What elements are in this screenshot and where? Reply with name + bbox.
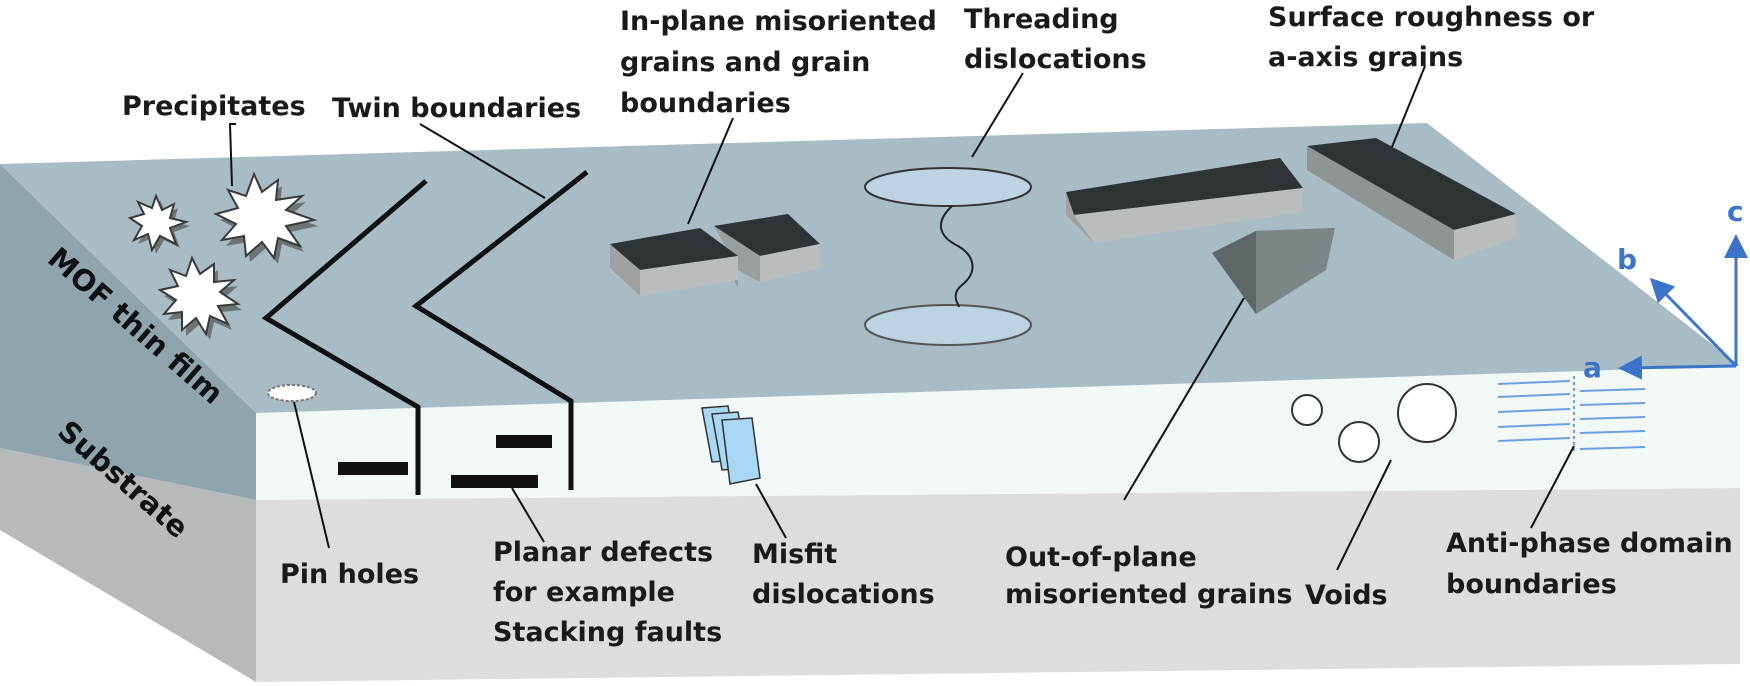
twin-boundary-1: [261, 179, 428, 495]
leader-antiphase: [1530, 445, 1575, 529]
bar2-left: [1307, 146, 1454, 260]
bar1-left: [1066, 192, 1094, 243]
precipitate-2: [213, 171, 318, 261]
label-surface-line1: Surface roughness or: [1268, 2, 1595, 33]
bar1-front: [1074, 188, 1303, 243]
outofplane-grain: [1212, 228, 1335, 314]
misfit-dislocations: [701, 405, 761, 485]
label-voids: Voids: [1305, 580, 1388, 611]
leader-misfit: [755, 483, 787, 539]
label-threading: Threading dislocations: [964, 4, 1147, 75]
label-planar-defects: Planar defects for example Stacking faul…: [493, 537, 723, 648]
leader-outofplane: [1123, 297, 1245, 501]
label-misfit: Misfit dislocations: [752, 539, 935, 610]
grain-b-left: [714, 226, 760, 282]
film-top-surface: [0, 123, 1740, 413]
axis-a-arrow: [1618, 355, 1737, 380]
label-inplane-line1: In-plane misoriented: [620, 6, 937, 37]
label-surface: Surface roughness or a-axis grains: [1268, 2, 1604, 73]
threading-dislocation: [864, 167, 1032, 346]
leader-threading: [971, 72, 1024, 158]
threading-top-ellipse: [864, 167, 1032, 207]
grain-b-top: [714, 214, 820, 256]
axis-b-label: b: [1617, 243, 1637, 276]
leader-pinholes: [293, 401, 330, 549]
label-planar-line3: Stacking faults: [493, 617, 722, 648]
void-1: [1291, 394, 1323, 426]
label-misfit-line1: Misfit: [752, 539, 837, 570]
label-precipitates: Precipitates: [122, 91, 306, 122]
stacking-faults: [338, 435, 552, 488]
label-surface-line2: a-axis grains: [1268, 42, 1463, 73]
leader-inplane: [687, 117, 734, 225]
grain-b-front: [760, 244, 820, 282]
label-planar-line1: Planar defects: [493, 537, 713, 568]
leader-twin: [419, 123, 546, 199]
wedge-face: [1256, 228, 1335, 314]
grain-a-box-front: [640, 256, 738, 296]
interface-band: [256, 366, 1740, 500]
label-antiphase-line2: boundaries: [1446, 569, 1617, 600]
label-threading-line2: dislocations: [964, 44, 1147, 75]
precipitate-3: [157, 255, 241, 337]
leader-precipitates: [228, 123, 236, 187]
precipitates-group: [127, 171, 318, 340]
threading-bottom-ellipse: [864, 304, 1032, 346]
bar1-top: [1066, 158, 1303, 215]
axes: [1618, 234, 1748, 380]
label-twin-boundaries: Twin boundaries: [332, 93, 581, 124]
grain-a-box-top: [610, 228, 738, 270]
threading-line: [940, 205, 974, 308]
label-outofplane-line2: misoriented grains: [1005, 579, 1292, 610]
label-threading-line1: Threading: [964, 4, 1119, 35]
label-pin-holes: Pin holes: [280, 559, 419, 590]
stacking-fault-2: [496, 435, 552, 448]
inplane-grains: [610, 214, 820, 296]
axis-c-label: c: [1727, 195, 1744, 228]
stacking-fault-1: [338, 462, 408, 475]
label-antiphase-line1: Anti-phase domain: [1446, 528, 1733, 559]
aaxis-grains: [1066, 138, 1516, 260]
leader-voids: [1336, 459, 1392, 571]
label-outofplane-line1: Out-of-plane: [1005, 542, 1197, 573]
grain-a-box-left: [610, 244, 640, 296]
voids: [1291, 383, 1457, 463]
substrate-side-face: [0, 448, 256, 682]
label-inplane-line2: grains and grain: [620, 47, 870, 78]
void-3: [1397, 383, 1457, 443]
twin-boundary-2: [411, 170, 589, 490]
axis-b-arrow: [1649, 277, 1738, 368]
stacking-fault-3: [451, 475, 538, 488]
label-inplane-line3: boundaries: [620, 88, 791, 119]
antiphase-boundaries: [1497, 376, 1646, 454]
label-antiphase: Anti-phase domain boundaries: [1446, 528, 1742, 600]
wedge-left: [1212, 231, 1256, 314]
label-inplane-grains: In-plane misoriented grains and grain bo…: [620, 6, 946, 119]
misfit-plate-3: [721, 417, 761, 485]
leader-planar: [511, 487, 545, 543]
void-2: [1338, 421, 1380, 463]
label-outofplane: Out-of-plane misoriented grains: [1005, 542, 1292, 610]
precipitate-1: [127, 193, 190, 253]
label-planar-line2: for example: [493, 577, 675, 608]
substrate-front-face: [256, 488, 1740, 682]
twin-boundaries: [261, 170, 589, 495]
bar2-top: [1307, 138, 1516, 230]
bar2-front: [1454, 214, 1516, 260]
leader-surface: [1391, 65, 1426, 148]
pin-hole: [267, 384, 317, 402]
film-side-face: [0, 164, 256, 500]
label-misfit-line2: dislocations: [752, 579, 935, 610]
axis-a-label: a: [1583, 351, 1602, 384]
leader-lines: [228, 65, 1575, 571]
